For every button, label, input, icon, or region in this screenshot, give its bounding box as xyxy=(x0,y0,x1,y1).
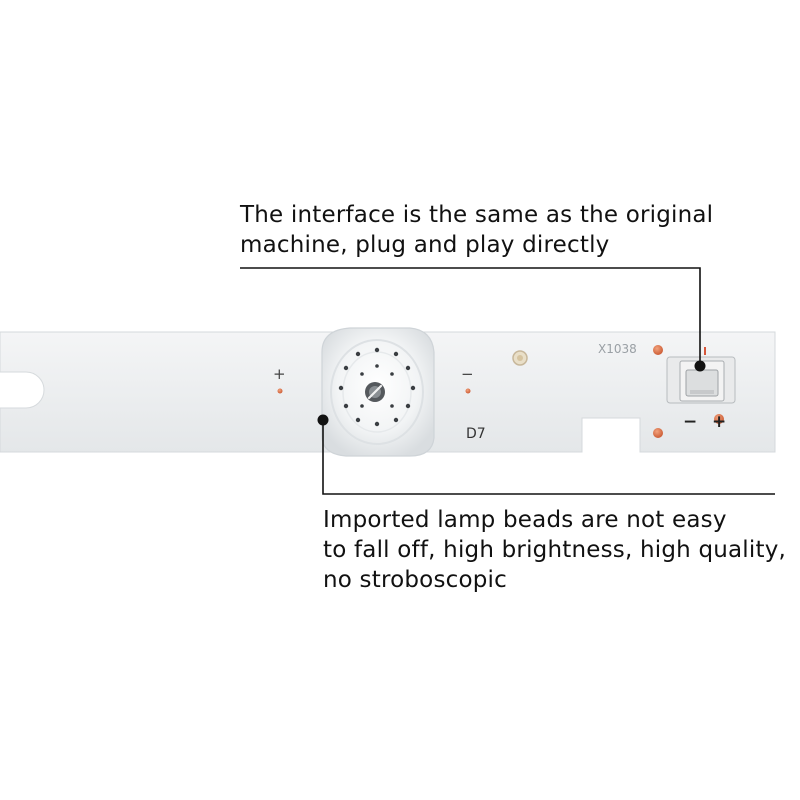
lamp-bead-caption-line-1: Imported lamp beads are not easy xyxy=(323,507,727,533)
lamp-callout-dot xyxy=(317,414,329,426)
solder-pad-bottom xyxy=(653,428,663,438)
bead-label: D7 xyxy=(466,426,486,442)
screw-hole-inner xyxy=(517,355,523,361)
connector-plus-mark: + xyxy=(712,412,726,432)
lamp-bead-lens xyxy=(321,327,435,457)
bead-minus-mark: − xyxy=(461,365,474,383)
model-marking: X1038 xyxy=(598,342,637,356)
bead-plus-pad xyxy=(277,388,283,394)
connector-caption-line-1: The interface is the same as the origina… xyxy=(240,202,714,228)
connector-callout-dot xyxy=(694,360,706,372)
connector-caption-line-2: machine, plug and play directly xyxy=(240,232,610,258)
connector-caption: The interface is the same as the origina… xyxy=(240,200,713,260)
bead-plus-mark: + xyxy=(273,365,286,383)
lamp-bead-caption-line-2: to fall off, high brightness, high quali… xyxy=(323,537,787,563)
bead-minus-pad xyxy=(465,388,471,394)
mounting-slot xyxy=(0,371,45,409)
lamp-callout-line xyxy=(322,420,775,495)
connector-callout-line xyxy=(240,267,701,366)
connector-minus-mark: − xyxy=(683,412,697,432)
lamp-bead-caption-line-3: no stroboscopic xyxy=(323,567,507,593)
connector xyxy=(666,347,736,404)
solder-pad-right xyxy=(714,414,724,424)
lamp-bead-caption: Imported lamp beads are not easy to fall… xyxy=(323,505,786,595)
solder-pad-top xyxy=(653,345,663,355)
